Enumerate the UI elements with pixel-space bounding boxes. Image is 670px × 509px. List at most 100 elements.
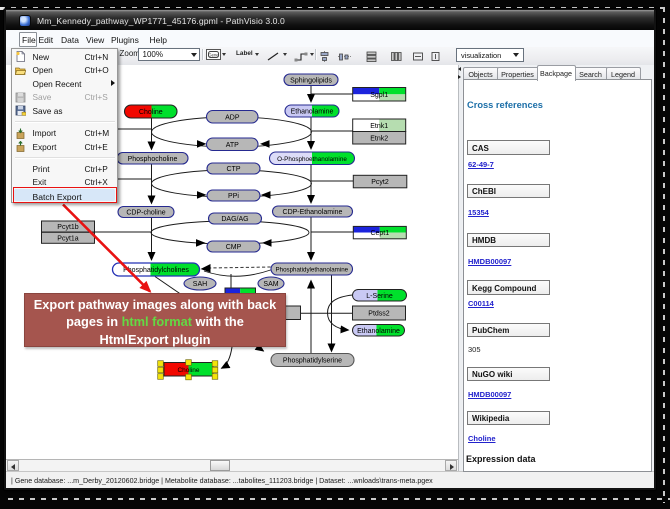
label-template-dropdown-icon[interactable] <box>255 52 259 56</box>
gene-box-sgpl1 <box>352 86 407 101</box>
callout-arrow <box>62 203 152 293</box>
svg-text:Ethanolamine: Ethanolamine <box>291 108 334 115</box>
svg-text:Phosphocholine: Phosphocholine <box>128 155 178 162</box>
align-center-x-button[interactable] <box>318 49 331 62</box>
menu-item-view[interactable]: View <box>86 34 105 45</box>
xref-link-hmdb[interactable]: HMDB00097 <box>468 257 512 266</box>
svg-text:Sgpl1: Sgpl1 <box>370 91 388 98</box>
connector-tool-button[interactable] <box>294 49 308 62</box>
tab-properties[interactable]: Properties <box>496 66 539 80</box>
svg-text:L-Serine: L-Serine <box>366 292 393 299</box>
menu-item-data[interactable]: Data <box>61 34 79 45</box>
status-bar: | Gene database: ...m_Derby_20120602.bri… <box>6 471 654 488</box>
svg-text:CDP-choline: CDP-choline <box>126 209 165 216</box>
reaction-arcs <box>150 116 312 244</box>
scrollbar-left-button[interactable] <box>6 459 19 471</box>
menu-open-recent[interactable]: Open Recent <box>12 77 117 90</box>
tab-search[interactable]: Search <box>573 66 608 80</box>
visualization-value: visualization <box>461 51 502 60</box>
svg-text:Etnk2: Etnk2 <box>370 135 388 142</box>
line-tool-dropdown-icon[interactable] <box>282 52 287 56</box>
svg-text:Pcyt1a: Pcyt1a <box>57 235 79 242</box>
zoom-dropdown-icon[interactable] <box>190 52 197 57</box>
tab-legend[interactable]: Legend <box>605 66 641 80</box>
svg-text:SAH: SAH <box>193 281 207 288</box>
node-phosphatidylcholines <box>112 262 200 276</box>
submenu-arrow-icon <box>110 80 115 86</box>
panel-splitter[interactable] <box>457 64 463 472</box>
datanode-template-dropdown-icon[interactable] <box>221 52 226 56</box>
zoom-label: Zoom: <box>119 49 143 58</box>
menu-item-edit[interactable]: Edit <box>38 34 54 45</box>
line-tool-button[interactable] <box>266 49 280 61</box>
pathway-canvas[interactable]: Sphingolipids Choline Ethanolamine ADP A… <box>6 64 458 459</box>
xref-link-cas[interactable]: 62-49-7 <box>468 159 494 169</box>
xref-link-chebi[interactable]: 15354 <box>468 208 489 217</box>
zoom-combobox[interactable]: 100% <box>137 47 200 61</box>
scrollbar-thumb[interactable] <box>210 459 230 471</box>
stack-vertical-button[interactable] <box>365 49 378 62</box>
menu-batch-export[interactable]: Batch Export <box>32 191 82 202</box>
batch-export-hover-highlight <box>14 189 115 201</box>
menu-separator <box>14 157 115 158</box>
methylation-interaction <box>200 263 272 277</box>
toolbar-separator <box>202 49 203 60</box>
svg-text:Choline: Choline <box>139 109 163 116</box>
common-width-button[interactable] <box>412 49 424 61</box>
svg-text:Ptdss2: Ptdss2 <box>368 310 390 317</box>
splitter-collapse-right-icon[interactable] <box>458 74 461 79</box>
tab-objects[interactable]: Objects <box>462 66 499 80</box>
save-as-disk-icon <box>15 105 26 116</box>
svg-text:O-Phosphoethanolamine: O-Phosphoethanolamine <box>277 155 347 162</box>
svg-text:Ethanolamine: Ethanolamine <box>357 327 400 334</box>
title-bar[interactable]: Mm_Kennedy_pathway_WP1771_45176.gpml - P… <box>6 10 654 30</box>
batch-export-callout-box <box>12 186 117 203</box>
common-height-button[interactable] <box>430 49 442 61</box>
stack-horizontal-button[interactable] <box>390 49 403 61</box>
align-center-y-button[interactable] <box>338 49 351 61</box>
svg-text:Phosphatidylserine: Phosphatidylserine <box>283 357 342 364</box>
menu-item-plugins[interactable]: Plugins <box>111 34 139 45</box>
selection-handles[interactable] <box>157 358 219 380</box>
app-icon <box>20 16 30 26</box>
backpage-heading: Cross references <box>467 100 543 110</box>
canvas-horizontal-scrollbar[interactable] <box>6 458 458 472</box>
scrollbar-right-button[interactable] <box>444 459 457 471</box>
menu-item-help[interactable]: Help <box>149 34 167 45</box>
xref-link-kegg[interactable]: C00114 <box>468 298 494 308</box>
menu-file-active-box <box>19 31 37 47</box>
connector-tool-dropdown-icon[interactable] <box>309 52 314 56</box>
gene-box-cept1 <box>352 225 407 239</box>
scroll-right-icon <box>449 463 454 470</box>
xref-link-wikipedia[interactable]: Choline <box>468 433 496 443</box>
svg-text:Sphingolipids: Sphingolipids <box>290 77 332 84</box>
xref-link-nugo[interactable]: HMDB00097 <box>468 389 512 399</box>
svg-text:CTP: CTP <box>227 165 241 172</box>
import-icon <box>16 128 24 139</box>
metabolite-pills[interactable] <box>116 72 355 367</box>
xref-box-kegg: Kegg Compound <box>467 280 550 295</box>
label-template-button[interactable]: Label <box>236 49 254 60</box>
visualization-combobox[interactable]: visualization <box>456 48 524 62</box>
datanode-template-button[interactable]: Gene <box>205 49 221 60</box>
selection-ants-right <box>662 7 665 503</box>
tab-backpage[interactable]: Backpage <box>536 64 576 81</box>
svg-text:SAM: SAM <box>263 281 278 288</box>
expression-pills[interactable] <box>111 103 407 336</box>
visualization-dropdown-icon[interactable] <box>513 53 519 58</box>
gene-boxes[interactable] <box>41 118 408 320</box>
menu-item-file[interactable]: File <box>22 34 36 45</box>
arc-arrowheads <box>196 139 272 247</box>
node-choline-bottom-selected[interactable] <box>157 358 219 380</box>
svg-text:Phosphatidylethanolamine: Phosphatidylethanolamine <box>276 266 349 273</box>
splitter-collapse-left-icon[interactable] <box>458 66 461 71</box>
menu-save-as[interactable]: Save as <box>12 104 117 117</box>
